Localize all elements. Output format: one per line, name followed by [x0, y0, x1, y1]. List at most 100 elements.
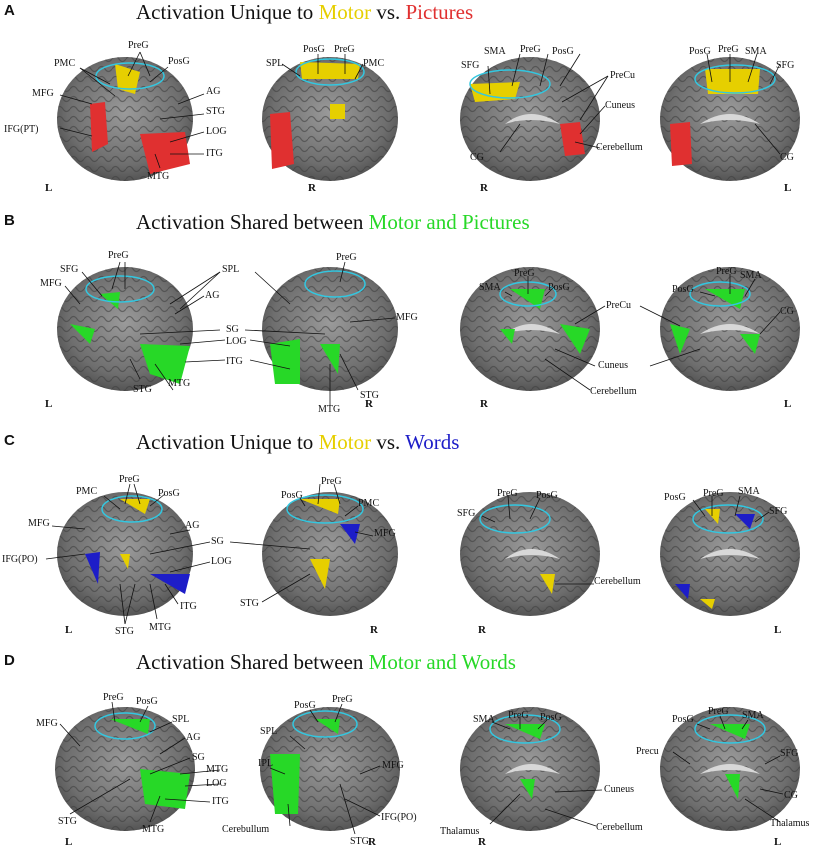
- activation-words: [85, 552, 190, 594]
- label-sfg: SFG: [780, 748, 798, 759]
- side-label: L: [45, 182, 53, 194]
- label-ifg-pt: IFG(PT): [4, 124, 38, 135]
- roi-ellipse: [286, 494, 364, 524]
- activation-motor: [330, 104, 345, 119]
- side-label: L: [65, 836, 73, 848]
- brain-row: PMC PreG PosG MFG AG IFG(PO) SG LOG STG …: [2, 474, 800, 634]
- label-mfg: MFG: [382, 760, 404, 771]
- label-mtg: MTG: [206, 764, 228, 775]
- brain-row: PreG PMC PosG MFG IFG(PT) AG STG LOG ITG…: [4, 40, 800, 182]
- label-mfg: MFG: [36, 718, 58, 729]
- brain-row: SFG PreG MFG SPL AG SG LOG ITG STG MTG P…: [40, 250, 800, 414]
- side-label: L: [774, 836, 782, 848]
- activation-pictures: [270, 112, 294, 169]
- brain-lateral-left: [57, 492, 193, 616]
- roi-ellipse: [469, 69, 551, 99]
- activation-shared: [110, 719, 190, 809]
- panel-letter: A: [4, 2, 15, 19]
- label-preg: PreG: [128, 40, 149, 51]
- label-preg: PreG: [119, 474, 140, 485]
- label-stg: STG: [115, 626, 134, 634]
- roi-ellipse: [694, 714, 766, 744]
- activation-motor: [300, 62, 360, 79]
- label-ipl: IPL: [258, 758, 273, 769]
- label-texts-c: PMC PreG PosG MFG AG IFG(PO) SG LOG STG …: [2, 474, 787, 634]
- activation-pictures: [560, 122, 585, 156]
- label-stg: STG: [58, 816, 77, 827]
- activation-shared: [500, 289, 590, 354]
- brain-medial-left: [660, 492, 800, 616]
- label-stg: STG: [350, 836, 369, 847]
- side-label: R: [368, 836, 376, 848]
- label-sma: SMA: [473, 714, 495, 725]
- label-mtg: MTG: [149, 622, 171, 633]
- label-mtg: MTG: [147, 171, 169, 182]
- side-label: R: [480, 182, 488, 194]
- brain-lateral-right: [262, 492, 398, 616]
- label-log: LOG: [206, 126, 227, 137]
- side-label: L: [65, 624, 73, 636]
- label-posg: PosG: [281, 490, 303, 501]
- label-sma: SMA: [745, 46, 767, 57]
- label-sfg: SFG: [461, 60, 479, 71]
- side-label: R: [370, 624, 378, 636]
- activation-shared: [710, 724, 750, 799]
- label-preg: PreG: [336, 252, 357, 263]
- label-thalamus: Thalamus: [770, 818, 810, 829]
- activation-words: [675, 514, 755, 599]
- brain-medial-right: [460, 492, 600, 616]
- label-spl: SPL: [222, 264, 239, 275]
- label-ifg-po: IFG(PO): [2, 554, 38, 565]
- label-mfg: MFG: [32, 88, 54, 99]
- label-posg: PosG: [672, 714, 694, 725]
- brain-lateral-left: [57, 267, 193, 391]
- label-preg: PreG: [514, 268, 535, 279]
- label-pmc: PMC: [358, 498, 379, 509]
- roi-ellipse: [489, 714, 561, 744]
- activation-shared: [70, 292, 190, 384]
- label-sg: SG: [192, 752, 205, 763]
- label-sfg: SFG: [60, 264, 78, 275]
- label-posg: PosG: [168, 56, 190, 67]
- side-label: R: [365, 398, 373, 410]
- label-cerebellum: Cerebellum: [590, 386, 637, 397]
- label-mtg: MTG: [318, 404, 340, 414]
- brain-medial-left: [660, 267, 800, 391]
- label-itg: ITG: [212, 796, 229, 807]
- brain-lateral-left: [55, 707, 195, 831]
- brain-medial-right: [460, 57, 600, 181]
- label-posg: PosG: [548, 282, 570, 293]
- activation-pictures: [670, 122, 692, 166]
- label-posg: PosG: [303, 44, 325, 55]
- label-cuneus: Cuneus: [604, 784, 634, 795]
- panel-title: Activation Shared between Motor and Word…: [136, 650, 516, 674]
- label-posg: PosG: [136, 696, 158, 707]
- roi-ellipse: [292, 710, 358, 738]
- label-texts-d: PreG PosG MFG SPL AG SG MTG LOG ITG STG …: [36, 692, 810, 847]
- label-stg: STG: [133, 384, 152, 395]
- label-texts-b: SFG PreG MFG SPL AG SG LOG ITG STG MTG P…: [40, 250, 794, 414]
- panel-title: Activation Unique to Motor vs. Words: [136, 430, 460, 454]
- roi-ellipse: [85, 275, 155, 303]
- panel-letter: D: [4, 652, 15, 669]
- activation-motor: [470, 82, 520, 102]
- label-spl: SPL: [172, 714, 189, 725]
- activation-motor: [120, 499, 150, 569]
- label-mfg: MFG: [374, 528, 396, 539]
- label-posg: PosG: [294, 700, 316, 711]
- label-cg: CG: [780, 306, 794, 317]
- label-preg: PreG: [334, 44, 355, 55]
- label-sfg: SFG: [457, 508, 475, 519]
- label-preg: PreG: [108, 250, 129, 261]
- roi-ellipse: [95, 62, 165, 90]
- activation-pictures: [140, 132, 190, 174]
- label-cerebellum: Cerebellum: [596, 822, 643, 833]
- brain-medial-right: [460, 707, 600, 831]
- label-posg: PosG: [664, 492, 686, 503]
- brain-medial-left: [660, 707, 800, 831]
- roi-ellipse: [304, 270, 366, 298]
- side-label: R: [478, 624, 486, 636]
- roi-ellipse: [692, 504, 764, 534]
- activation-shared: [505, 724, 545, 799]
- brain-lateral-right: [262, 267, 398, 391]
